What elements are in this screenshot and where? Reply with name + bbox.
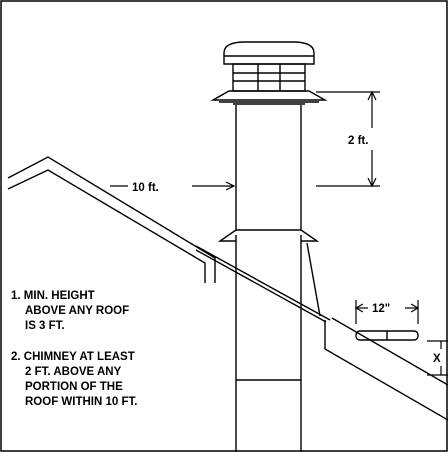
distance-dimension-label: 10 ft. <box>132 182 159 194</box>
height-dimension-label: 2 ft. <box>348 135 368 147</box>
chimney-cap <box>210 41 328 105</box>
chimney-pipe <box>217 105 321 452</box>
vent-width-label: 12" <box>372 303 390 315</box>
vent-height-label: X <box>433 353 441 365</box>
roof-vent <box>355 330 419 341</box>
distance-dimension <box>110 181 236 191</box>
note-clearance: 2. CHIMNEY AT LEAST 2 FT. ABOVE ANY PORT… <box>11 351 138 408</box>
note-2-text: 2. CHIMNEY AT LEAST <box>11 351 135 363</box>
note-1-text: 1. MIN. HEIGHT <box>11 290 95 302</box>
height-dimension <box>316 90 380 188</box>
vent-width-dimension <box>354 300 420 324</box>
note-min-height: 1. MIN. HEIGHT ABOVE ANY ROOF IS 3 FT. <box>11 290 130 332</box>
roof-flashing <box>195 245 331 323</box>
right-roof <box>324 317 448 421</box>
vent-height-dimension <box>427 340 448 376</box>
left-roof <box>7 156 216 283</box>
